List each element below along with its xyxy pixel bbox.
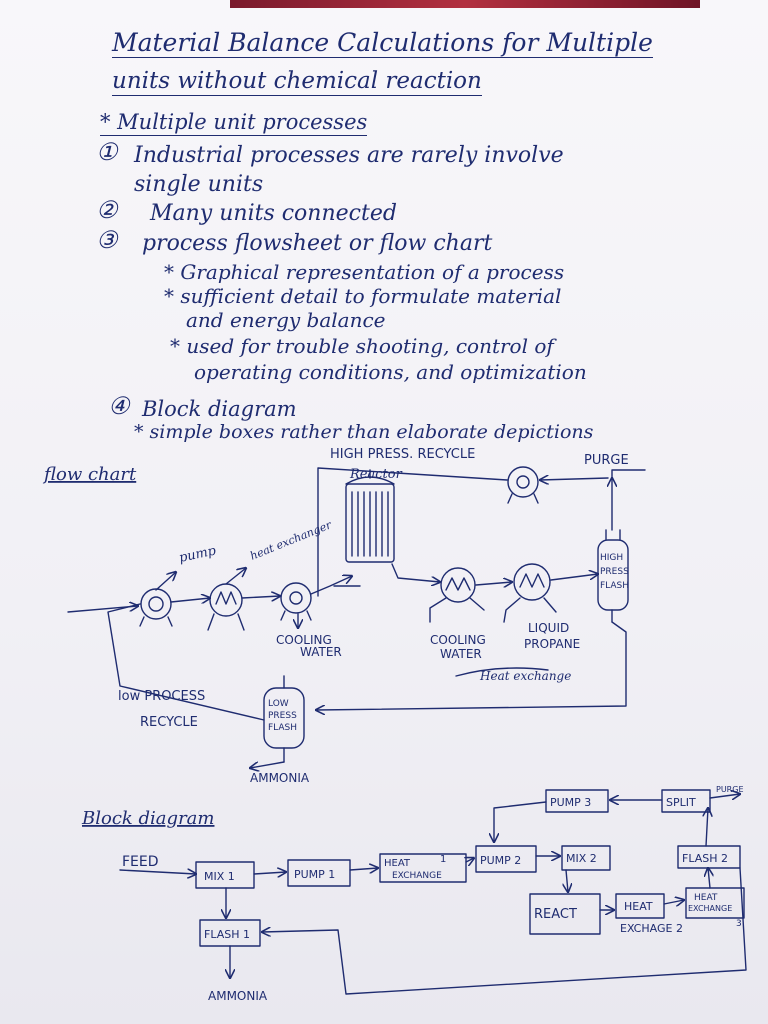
block-split [661, 789, 711, 813]
block-diagram-label: Block diagram [81, 808, 214, 829]
point-3-bullet-3-line1: * used for trouble shooting, control of [170, 334, 554, 358]
flow-cooler-1 [440, 567, 476, 603]
block-pump1-label: PUMP 1 [294, 868, 335, 881]
flow-low-process-recycle-a: low PROCESS [118, 689, 205, 704]
block-react-label: REACT [534, 907, 577, 922]
flow-low-press-flash-3: FLASH [268, 723, 297, 733]
block-pump3-label: PUMP 3 [550, 796, 591, 809]
block-heat-exchange2-a: HEAT [624, 900, 653, 913]
flow-reactor [345, 483, 395, 563]
block-flash1-label: FLASH 1 [204, 928, 250, 941]
point-4-bullet-1: * simple boxes rather than elaborate dep… [134, 421, 594, 443]
flow-high-press-flash-3: FLASH [600, 581, 629, 591]
point-3-bullet-1: * Graphical representation of a process [164, 260, 565, 284]
block-split-label: SPLIT [666, 796, 696, 809]
block-heat-exchange2-b: EXCHAGE 2 [620, 922, 683, 935]
block-feed-label: FEED [122, 854, 159, 870]
page-top-edge [230, 0, 700, 8]
block-heat-exchange3-a: HEAT [694, 893, 718, 903]
flow-low-press-flash-2: PRESS [268, 711, 297, 721]
block-flash2 [677, 845, 741, 869]
flow-reactor-label: Reactor [349, 467, 403, 482]
flow-heat-exchange-label: Heat exchange [479, 669, 571, 683]
block-heat-exchange2 [615, 893, 665, 919]
point-2-text: Many units connected [150, 201, 397, 226]
point-2-number: ② [96, 196, 118, 224]
page-title-line2: units without chemical reaction [112, 68, 482, 96]
block-heat-exchange3-b: EXCHANGE [688, 904, 732, 913]
block-heat-exchange1-a: HEAT [384, 858, 411, 869]
flow-heat-exchanger-label: heat exchanger [248, 518, 334, 563]
block-flash2-label: FLASH 2 [682, 852, 728, 865]
point-1-line1: Industrial processes are rarely involve [134, 143, 564, 168]
block-heat-exchange3-c: 3 [736, 919, 742, 929]
point-4-number: ④ [108, 392, 130, 420]
flow-low-process-recycle-b: RECYCLE [140, 715, 198, 730]
flow-pump-1 [140, 588, 172, 620]
block-heat-exchange1-c: 1 [440, 854, 446, 865]
flow-high-press-flash-1: HIGH [600, 553, 623, 563]
block-mix1-label: MIX 1 [204, 870, 235, 883]
flow-cooling-water-2a: COOLING [430, 633, 486, 647]
block-pump2-label: PUMP 2 [480, 854, 521, 867]
flow-high-press-flash-2: PRESS [600, 567, 629, 577]
block-pump2 [475, 845, 537, 873]
flow-cooling-water-2b: WATER [440, 647, 482, 661]
flow-cooler-2 [513, 563, 551, 601]
point-3-bullet-2-line1: * sufficient detail to formulate materia… [164, 284, 562, 308]
flow-liquid-propane-a: LIQUID [528, 621, 569, 635]
block-mix1 [195, 861, 255, 889]
point-4-text: Block diagram [142, 397, 297, 421]
point-3-bullet-3-line2: operating conditions, and optimization [194, 360, 587, 384]
point-1-number: ① [96, 138, 118, 166]
flow-cooling-water-1a: COOLING [276, 633, 332, 647]
block-react [529, 893, 601, 935]
flow-chart-label: flow chart [42, 464, 137, 485]
block-pump3 [545, 789, 609, 813]
section-heading: * Multiple unit processes [100, 110, 368, 136]
flow-purge: PURGE [584, 453, 629, 468]
point-3-bullet-2-line2: and energy balance [186, 308, 386, 332]
block-pump1 [287, 859, 351, 887]
block-mix2-label: MIX 2 [566, 852, 597, 865]
block-mix2 [561, 845, 611, 871]
flow-cooling-water-1b: WATER [300, 645, 342, 659]
flow-high-press-recycle: HIGH PRESS. RECYCLE [330, 447, 475, 462]
block-purge-label: PURGE [716, 785, 744, 794]
block-ammonia-label: AMMONIA [208, 989, 268, 1003]
flow-high-press-flash [597, 539, 629, 611]
flow-ammonia: AMMONIA [250, 771, 310, 785]
flow-pump-1-inner [148, 596, 164, 612]
flow-pump-label: pump [178, 543, 218, 566]
point-3-number: ③ [96, 226, 118, 254]
point-1-line2: single units [134, 172, 264, 197]
flow-heat-exchanger [209, 583, 243, 617]
flow-recycle-compressor [507, 466, 539, 498]
flow-cooling-pump [280, 582, 312, 614]
block-heat-exchange3 [685, 887, 745, 919]
page-title-line1: Material Balance Calculations for Multip… [112, 28, 653, 58]
flow-low-press-flash-1: LOW [268, 699, 289, 709]
block-heat-exchange1 [379, 853, 467, 883]
flow-liquid-propane-b: PROPANE [524, 637, 580, 651]
block-heat-exchange1-b: EXCHANGE [392, 871, 442, 881]
point-3-text: process flowsheet or flow chart [142, 231, 493, 256]
